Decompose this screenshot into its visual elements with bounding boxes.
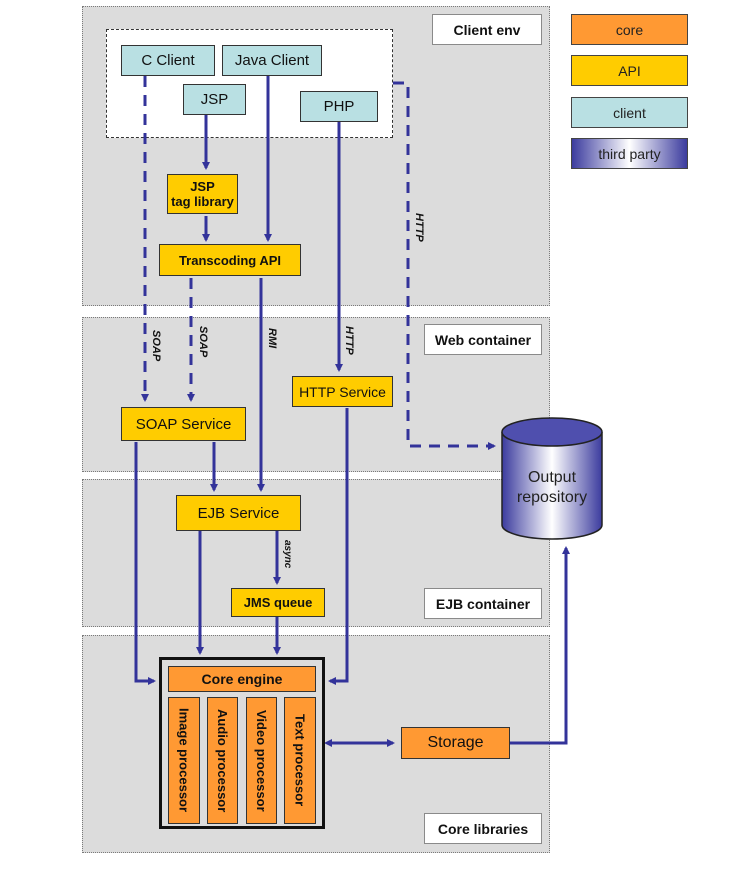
java-client-box: Java Client — [222, 45, 322, 76]
storage-box: Storage — [401, 727, 510, 759]
edge-label-async: async — [282, 540, 293, 569]
transcoding-api-box: Transcoding API — [159, 244, 301, 276]
jsp-tag-library-box: JSP tag library — [167, 174, 238, 214]
jsp-box: JSP — [183, 84, 246, 115]
edge-label-http-repository: HTTP — [413, 213, 425, 242]
legend-api: API — [571, 55, 688, 86]
jms-queue-box: JMS queue — [231, 588, 325, 617]
legend-core: core — [571, 14, 688, 45]
edge-http-service-to-core-engine — [328, 408, 349, 685]
edge-label-http-php: HTTP — [343, 326, 355, 355]
text-processor-label: Text processor — [292, 714, 308, 807]
soap-service-box: SOAP Service — [121, 407, 246, 441]
edge-storage-to-output-repository — [510, 546, 570, 745]
output-repository-cylinder — [501, 417, 603, 540]
core-engine-box: Core engine — [168, 666, 316, 692]
output-repository-line2: repository — [516, 489, 588, 506]
text-processor-box: Text processor — [284, 697, 316, 824]
layer-label-client-env: Client env — [432, 14, 542, 45]
jsp-tag-library-line1: JSP — [190, 179, 215, 194]
layer-label-ejb-container: EJB container — [424, 588, 542, 619]
ejb-service-box: EJB Service — [176, 495, 301, 531]
layer-label-core-libraries: Core libraries — [424, 813, 542, 844]
edge-label-rmi: RMI — [266, 328, 278, 349]
image-processor-label: Image processor — [176, 708, 192, 813]
edge-soap-service-to-core-engine — [134, 442, 156, 685]
c-client-box: C Client — [121, 45, 215, 76]
jsp-tag-library-line2: tag library — [171, 194, 234, 209]
php-box: PHP — [300, 91, 378, 122]
video-processor-label: Video processor — [254, 709, 269, 812]
legend-client: client — [571, 97, 688, 128]
layer-label-web-container: Web container — [424, 324, 542, 355]
edge-client-to-repository-http — [393, 81, 496, 450]
image-processor-box: Image processor — [168, 697, 200, 824]
edge-label-soap-transcoding: SOAP — [197, 326, 209, 358]
edge-label-soap-c-client: SOAP — [150, 330, 162, 362]
http-service-box: HTTP Service — [292, 376, 393, 407]
output-repository: Output repository — [502, 468, 602, 508]
output-repository-line1: Output — [527, 469, 577, 486]
video-processor-box: Video processor — [246, 697, 277, 824]
audio-processor-box: Audio processor — [207, 697, 238, 824]
legend-third-party: third party — [571, 138, 688, 169]
audio-processor-label: Audio processor — [215, 708, 230, 813]
